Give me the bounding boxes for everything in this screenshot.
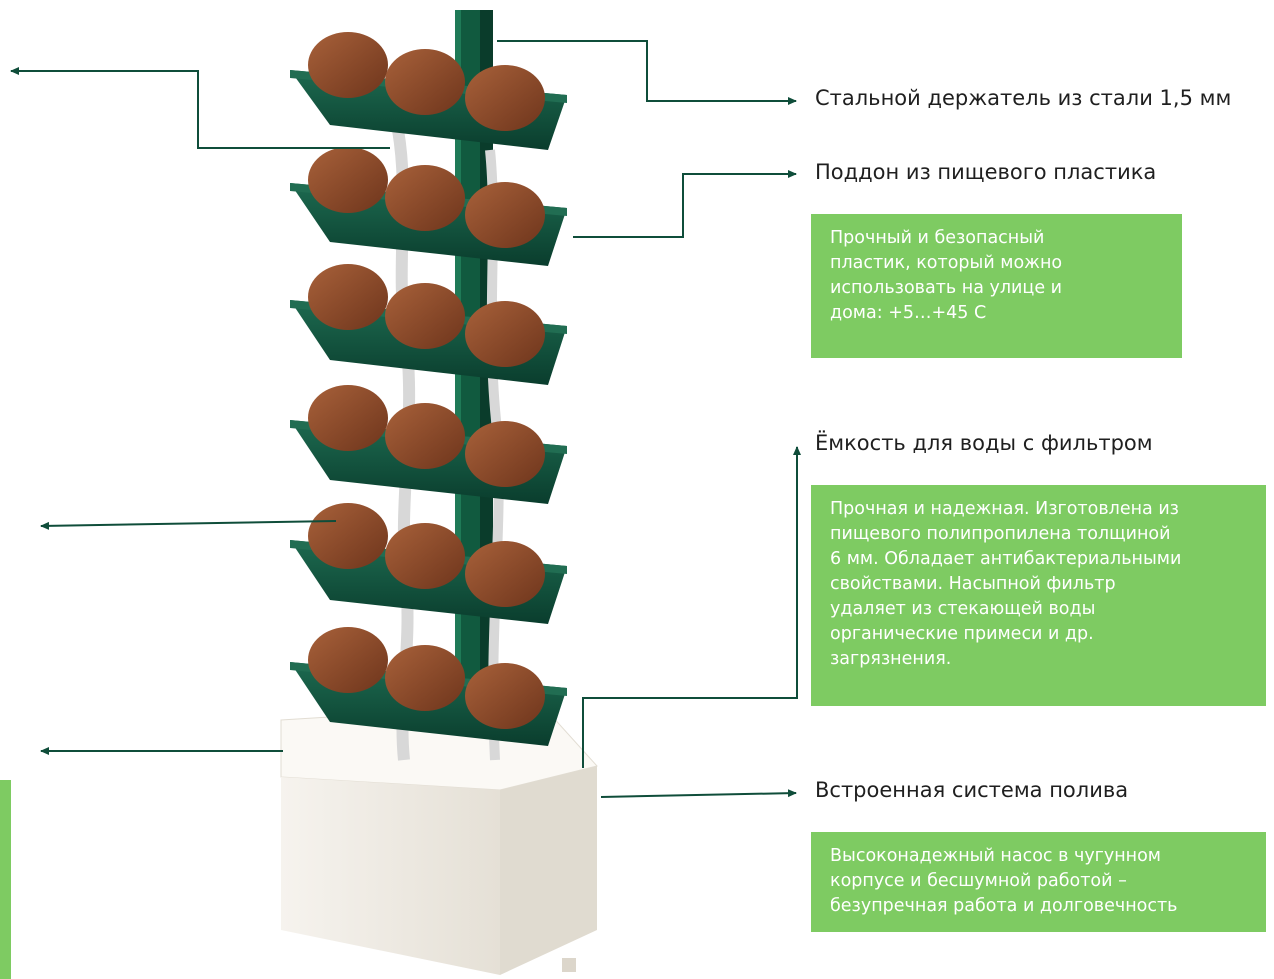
tray-title: Поддон из пищевого пластика [815, 160, 1157, 184]
leader-steel-holder [497, 40, 797, 105]
left-accent-bar [0, 780, 11, 979]
water-tank-desc-line: удаляет из стекающей воды [830, 599, 1096, 619]
tray-desc-line: использовать на улице и [830, 278, 1063, 298]
leader-tray [573, 170, 797, 238]
water-tank-desc-line: загрязнения. [830, 649, 952, 669]
leader-irrigation [600, 789, 797, 798]
water-tank-desc-line: свойствами. Насыпной фильтр [830, 574, 1116, 594]
tray-info-box: Прочный и безопасный пластик, который мо… [811, 214, 1182, 358]
irrigation-title: Встроенная система полива [815, 778, 1129, 802]
water-tank-desc-line: органические примеси и др. [830, 624, 1094, 644]
leader-water-tank [582, 446, 801, 768]
water-tank [280, 703, 598, 975]
irrigation-desc-line: безупречная работа и долговечность [830, 896, 1178, 916]
tray-desc-line: пластик, который можно [830, 253, 1063, 273]
tray-desc-line: Прочный и безопасный [830, 228, 1045, 248]
leader-left-top [10, 67, 390, 149]
tray-level-4 [290, 385, 567, 504]
water-tank-desc-line: Прочная и надежная. Изготовлена из [830, 499, 1179, 519]
leader-left-middle [40, 520, 337, 530]
tray-level-2 [290, 147, 567, 266]
steel-holder-title: Стальной держатель из стали 1,5 мм [815, 86, 1232, 110]
tray-level-5 [290, 503, 567, 624]
leader-lines [10, 40, 801, 798]
water-tank-info-box: Прочная и надежная. Изготовлена из пищев… [811, 485, 1266, 706]
water-tank-title: Ёмкость для воды с фильтром [815, 431, 1153, 455]
irrigation-info-box: Высоконадежный насос в чугунном корпусе … [811, 832, 1266, 932]
tray-level-3 [290, 264, 567, 385]
water-tank-desc-line: 6 мм. Обладает антибактериальными [830, 549, 1182, 569]
tray-desc-line: дома: +5…+45 С [830, 303, 987, 323]
tray-level-1 [290, 32, 567, 150]
tray-level-6 [290, 627, 567, 746]
water-tank-desc-line: пищевого полипропилена толщиной [830, 524, 1171, 544]
irrigation-desc-line: корпусе и бесшумной работой – [830, 871, 1127, 891]
irrigation-desc-line: Высоконадежный насос в чугунном [830, 846, 1162, 866]
